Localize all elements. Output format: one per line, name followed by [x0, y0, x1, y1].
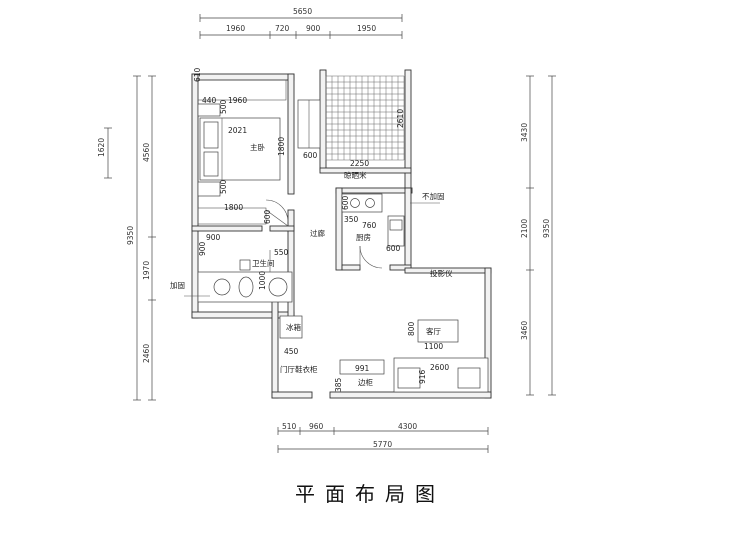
top-total-dim: 5650: [293, 7, 312, 16]
bathroom-label: 卫生间: [252, 258, 275, 268]
dim-350: 350: [344, 215, 359, 224]
dim-440: 440: [202, 96, 217, 105]
master-bedroom-label: 主卧: [250, 142, 265, 152]
dim-600-kitchen-b: 600: [386, 244, 401, 253]
dim-2610: 2610: [396, 109, 405, 128]
dim-600-corridor: 600: [303, 151, 318, 160]
dim-760: 760: [362, 221, 377, 230]
fridge-label: 冰箱: [286, 322, 301, 332]
dim-2600: 2600: [430, 363, 449, 372]
walls: [191, 69, 492, 399]
dim-900-a: 900: [206, 233, 221, 242]
right-seg-3: 3460: [520, 321, 529, 340]
top-seg-1: 1960: [226, 24, 245, 33]
dim-600-kitchen-a: 600: [341, 195, 350, 210]
bedroom-furniture: [197, 79, 289, 227]
left-seg-1: 1970: [142, 261, 151, 280]
left-mid-dim: 4560: [142, 143, 151, 162]
top-seg-4: 1950: [357, 24, 376, 33]
bottom-dimension-lines: [277, 427, 489, 453]
top-seg-2: 720: [275, 24, 290, 33]
right-dimension-lines: [526, 75, 556, 396]
corridor-door: [297, 99, 321, 149]
dim-1960-bed: 1960: [228, 96, 247, 105]
dim-550: 550: [274, 248, 289, 257]
side-table-label: 边柜: [358, 377, 373, 387]
dim-450: 450: [284, 347, 299, 356]
right-seg-1: 3430: [520, 123, 529, 142]
left-seg-2: 2460: [142, 344, 151, 363]
dim-610: 610: [193, 67, 202, 82]
no-reinforce-label: 不加固: [422, 191, 445, 201]
bottom-seg-2: 960: [309, 422, 324, 431]
kitchen-fixtures: [341, 193, 405, 269]
reinforce-left-label: 加固: [170, 280, 185, 290]
floor-plan: 5650 1960 720 900 1950 1620 4560 9350 19…: [97, 7, 556, 453]
dim-1800-bed: 1800: [277, 137, 286, 156]
dim-600-bed: 600: [263, 209, 272, 224]
dim-1100: 1100: [424, 342, 443, 351]
living-furniture: [279, 315, 489, 393]
dim-1000: 1000: [258, 271, 267, 290]
kitchen-label: 厨房: [356, 232, 371, 242]
bottom-total-dim: 5770: [373, 440, 392, 449]
left-total-dim: 9350: [126, 226, 135, 245]
balcony-floor-pattern: [325, 75, 405, 161]
projector-label: 投影仪: [430, 268, 453, 278]
dim-916: 916: [418, 369, 427, 384]
right-total-dim: 9350: [542, 219, 551, 238]
bottom-seg-1: 510: [282, 422, 297, 431]
bottom-seg-3: 4300: [398, 422, 417, 431]
page-title: 平面布局图: [295, 482, 445, 506]
bathroom-fixtures: [197, 250, 293, 303]
right-seg-2: 2100: [520, 219, 529, 238]
balcony-label: 晾晒米: [344, 170, 367, 180]
dim-991: 991: [355, 364, 370, 373]
dim-500-b: 500: [219, 179, 228, 194]
dim-2021: 2021: [228, 126, 247, 135]
dim-1800-wardrobe: 1800: [224, 203, 243, 212]
left-dimension-lines: [104, 75, 156, 401]
dim-385: 385: [334, 377, 343, 392]
shoe-cabinet-label: 门厅鞋衣柜: [280, 364, 318, 374]
left-small-dim: 1620: [97, 138, 106, 157]
dim-800: 800: [407, 321, 416, 336]
dim-500-a: 500: [219, 99, 228, 114]
dim-2250: 2250: [350, 159, 369, 168]
living-room-label: 客厅: [426, 326, 441, 336]
top-seg-3: 900: [306, 24, 321, 33]
top-dimension-lines: [199, 14, 403, 39]
dim-900-b: 900: [198, 241, 207, 256]
corridor-label: 过廊: [310, 228, 325, 238]
